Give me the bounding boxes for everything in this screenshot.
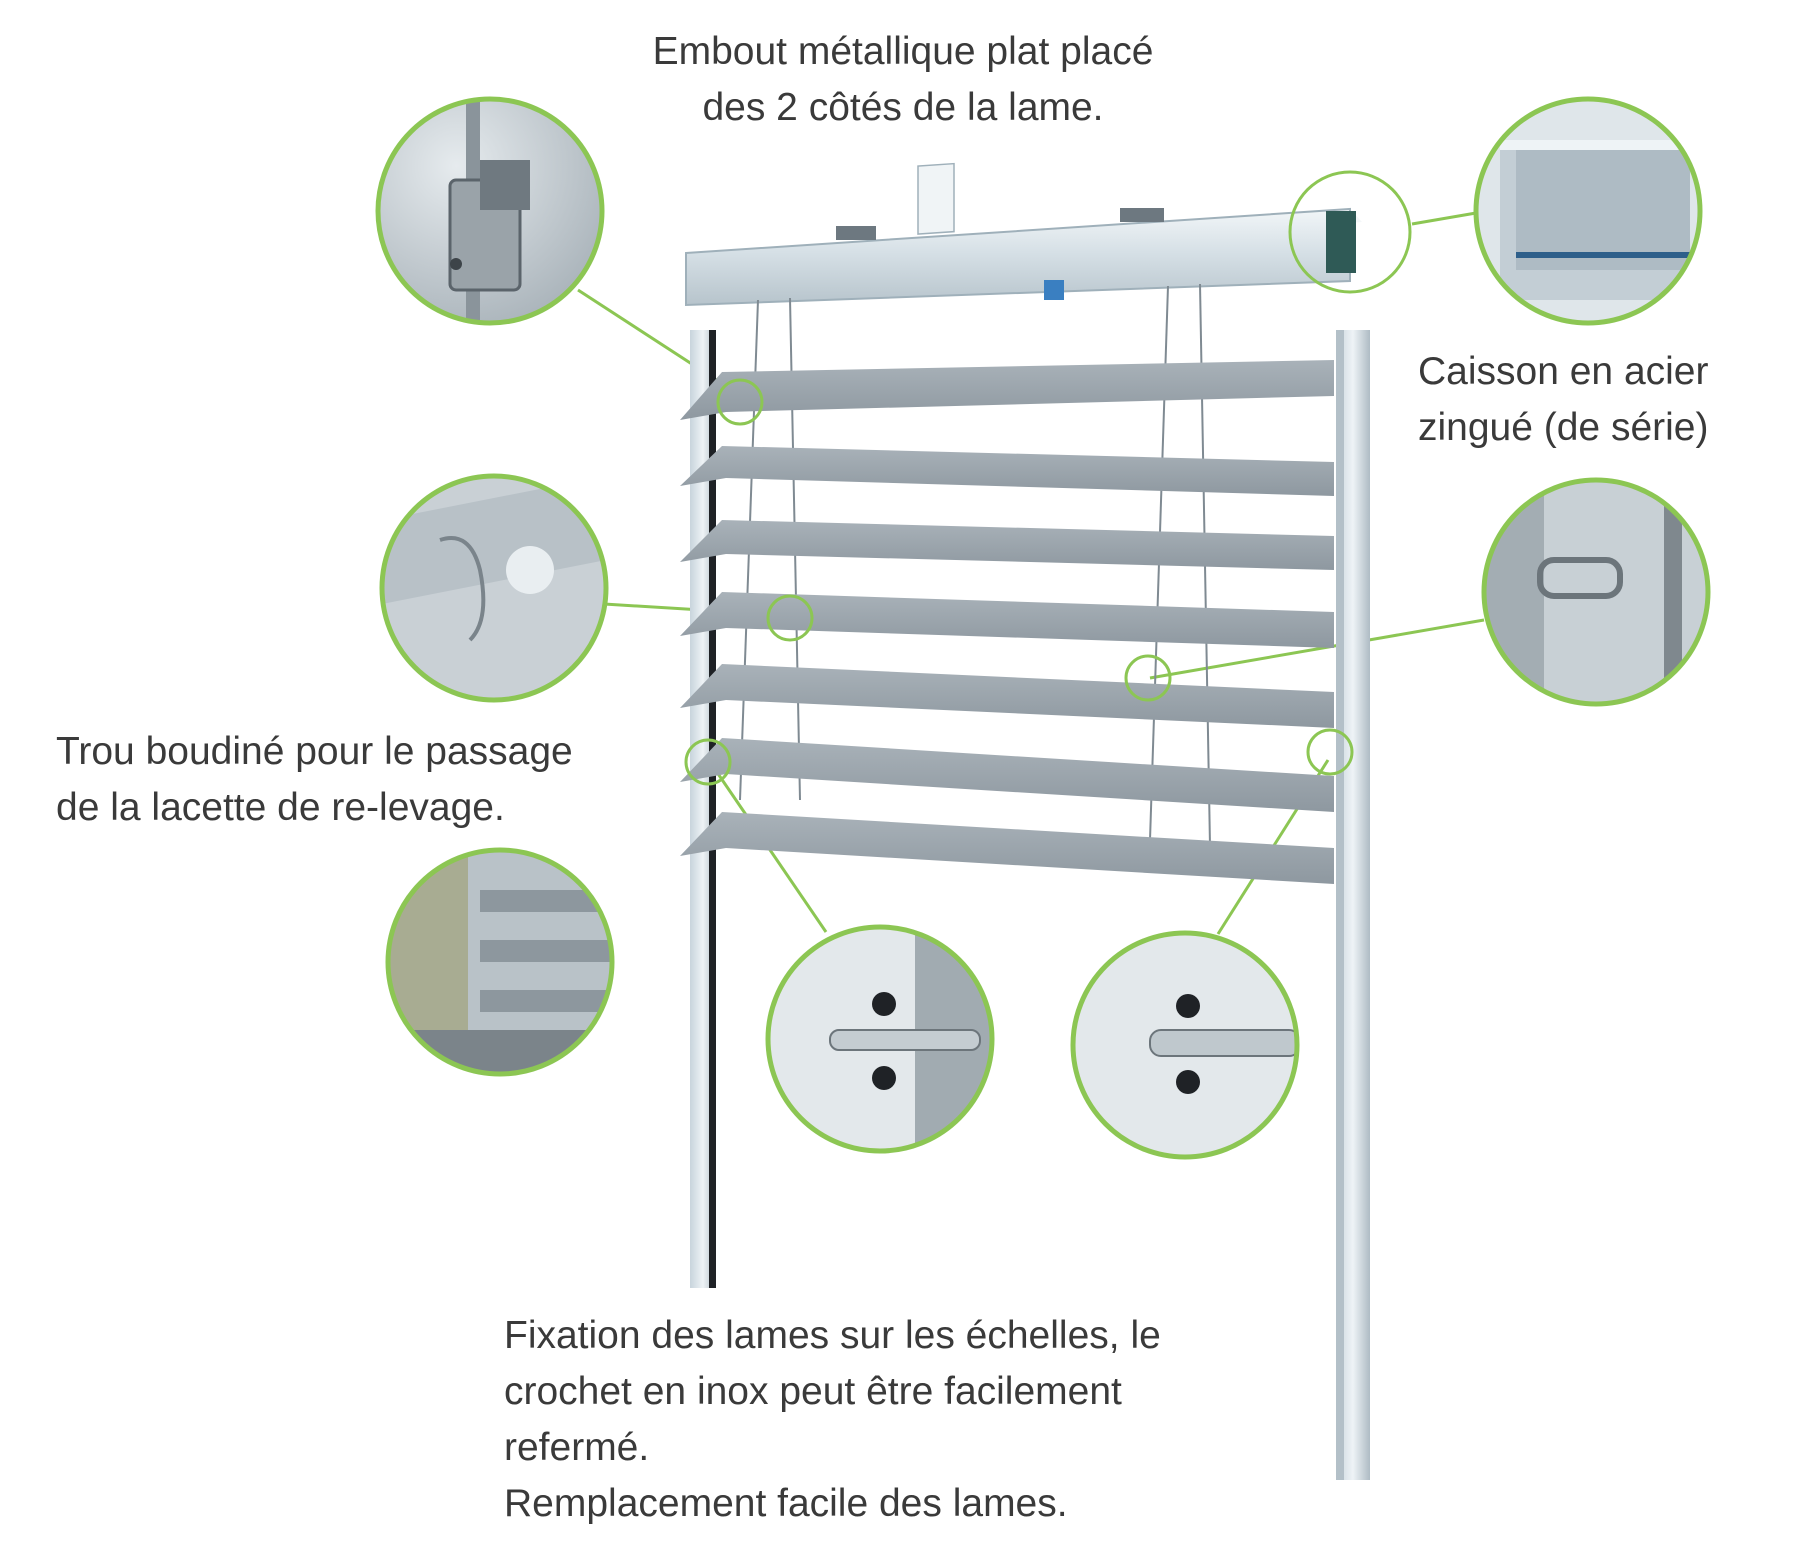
ring-endcap-left bbox=[684, 738, 732, 786]
detail-slat-hole bbox=[379, 473, 609, 703]
detail-installed-slats bbox=[385, 847, 615, 1077]
caption-fixation: Fixation des lames sur les échelles, le … bbox=[504, 1314, 1161, 1525]
slats bbox=[680, 360, 1334, 884]
slat bbox=[680, 446, 1334, 496]
ring-box bbox=[1288, 170, 1412, 294]
slat bbox=[680, 664, 1334, 728]
detail-chain-mechanism bbox=[375, 96, 605, 326]
caption-end-cap: Embout métallique plat placé des 2 côtés… bbox=[652, 30, 1154, 129]
detail-zinc-steel-box bbox=[1473, 96, 1703, 326]
detail-ladder-hook bbox=[1481, 477, 1711, 707]
slat bbox=[680, 520, 1334, 570]
ring-chain bbox=[716, 378, 764, 426]
caption-hole: Trou boudiné pour le passage de la lacet… bbox=[56, 730, 573, 829]
slat bbox=[680, 360, 1334, 420]
caption-box: Caisson en acier zingué (de série) bbox=[1418, 350, 1709, 449]
leader-line-box bbox=[1411, 211, 1477, 226]
slat bbox=[680, 738, 1334, 812]
ring-hole bbox=[766, 594, 814, 642]
slat bbox=[680, 592, 1334, 648]
detail-slat-end-cap-right bbox=[1070, 930, 1300, 1160]
leader-line-hook bbox=[1149, 618, 1485, 680]
head-box bbox=[685, 162, 1362, 307]
right-guide-rail bbox=[1336, 330, 1370, 1480]
left-guide-rail bbox=[690, 330, 716, 1288]
detail-slat-end-cap-left bbox=[765, 924, 995, 1154]
callout-rings bbox=[684, 170, 1412, 786]
ring-hook bbox=[1124, 654, 1172, 702]
ring-endcap-right bbox=[1306, 728, 1354, 776]
slat bbox=[680, 812, 1334, 884]
